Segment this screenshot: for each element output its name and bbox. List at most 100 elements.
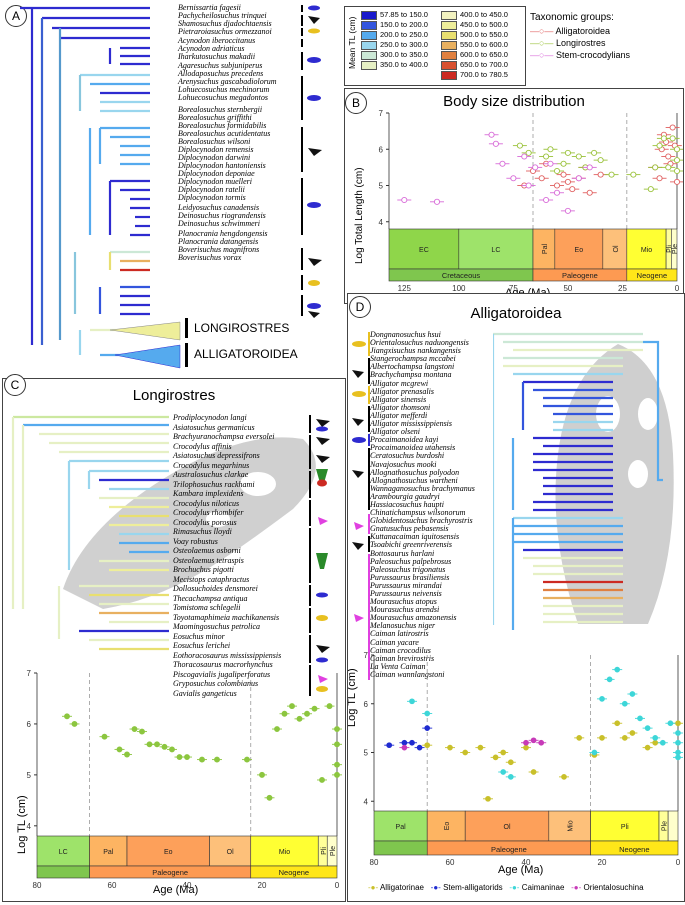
epoch-label: Ol: [504, 824, 511, 831]
taxon-label: Eothoracosaurus mississippiensis: [173, 650, 282, 660]
data-point: [244, 756, 250, 763]
legend-label: 300.0 to 350.0: [380, 50, 428, 59]
skull-silhouette-icon: [308, 16, 322, 318]
x-tick-label: 0: [335, 881, 340, 890]
x-tick-label: 125: [398, 284, 412, 293]
orientalosuchina-marker-icon: -●-: [571, 883, 582, 892]
x-tick-label: 0: [676, 858, 681, 867]
panel-a-taxa-list: Bernissartia fagesii Pachycheilosuchus t…: [178, 4, 277, 262]
croc-silhouette-icon: [307, 5, 321, 309]
croc-silhouette-icon: [316, 426, 328, 663]
legend-col-1: 57.85 to 150.0 150.0 to 200.0 200.0 to 2…: [361, 10, 428, 70]
y-axis-label: Log TL (cm): [16, 795, 28, 854]
data-point: [116, 746, 123, 753]
legend-label: 200.0 to 250.0: [380, 30, 428, 39]
data-point: [71, 720, 78, 727]
data-point: [507, 759, 514, 766]
data-point: [259, 771, 265, 778]
data-point: [675, 730, 681, 736]
taxon-label: Planocrania datangensis: [178, 237, 259, 246]
taxon-label: Borealosuchus sternbergii: [178, 105, 263, 114]
yellow-silhouette-icon: [308, 28, 320, 286]
panel-a-label: A: [5, 5, 27, 27]
y-tick-label: 6: [364, 700, 369, 709]
taxon-label: Bottosaurus harlani: [370, 548, 435, 558]
data-point: [386, 742, 393, 749]
taxon-label: Purussaurus neivensis: [370, 589, 442, 598]
data-point: [447, 744, 453, 751]
taxon-label: Arenysuchus gascabadiolorum: [178, 77, 277, 86]
longirostres-clade-wedge: [109, 321, 181, 341]
y-tick-label: 5: [379, 182, 384, 191]
australia-map-icon: [317, 479, 327, 487]
pink-silhouette-icon: [354, 522, 364, 622]
panel-c-title: Longirostres: [132, 387, 216, 404]
taxon-label: Iharkutosuchus makadii: [178, 52, 256, 61]
panel-d: Alligatoroidea: [347, 293, 685, 902]
legend-label: Alligatoroidea: [555, 26, 610, 36]
epoch-box: [250, 835, 319, 867]
data-point: [401, 744, 408, 751]
data-point: [614, 720, 621, 727]
x-tick-label: 80: [33, 881, 42, 890]
epoch-label: Eo: [575, 247, 584, 254]
y-tick-label: 7: [364, 651, 369, 660]
data-point: [304, 710, 310, 717]
period-box: [590, 840, 679, 856]
data-point: [334, 726, 340, 732]
panel-d-silhouettes: [352, 332, 370, 680]
data-point: [296, 715, 303, 722]
data-point: [637, 715, 643, 722]
taxon-label: Purussaurus mirandai: [370, 580, 442, 590]
swatch: [441, 20, 457, 30]
data-point: [334, 761, 340, 768]
taxon-label: Borealosuchus acutidentatus: [178, 129, 271, 138]
x-tick-label: 60: [446, 858, 455, 867]
background-skull-silhouette: [63, 437, 316, 609]
data-point: [652, 739, 659, 746]
epoch-label: Ol: [613, 245, 620, 252]
data-point: [523, 744, 529, 751]
data-point: [675, 720, 681, 727]
swatch: [441, 10, 457, 20]
legend-col-2: 400.0 to 450.0 450.0 to 500.0 500.0 to 5…: [441, 10, 508, 80]
taxon-label: Brachychampsa montana: [370, 370, 452, 380]
taxon-label: Caiman yacare: [370, 637, 419, 647]
africa-map-icon: [316, 469, 328, 569]
data-point: [139, 728, 145, 735]
taxon-label: Diplocynodon tormis: [178, 193, 246, 202]
taxon-label: Lohuecosuchus mechinorum: [178, 85, 270, 94]
data-point: [576, 735, 583, 741]
data-point: [564, 149, 571, 156]
data-point: [656, 142, 663, 149]
data-point: [606, 676, 613, 683]
data-point: [311, 705, 318, 712]
taxon-label: Crocodylus porosus: [173, 517, 237, 527]
taxon-label: Tsoabichi greenriverensis: [370, 540, 452, 550]
data-point: [656, 175, 663, 182]
data-point: [547, 146, 554, 153]
panel-c-taxa-list: Prodiplocynodon langi Asiatosuchus germa…: [173, 413, 281, 698]
data-point: [199, 756, 205, 763]
epoch-label: Pal: [103, 849, 114, 856]
taxon-label: Osteolaemus tetraspis: [173, 555, 244, 565]
swatch: [361, 30, 377, 40]
data-point: [669, 124, 676, 131]
data-point: [169, 746, 175, 753]
data-point: [516, 142, 523, 149]
data-point: [507, 774, 514, 780]
longirostres-marker-icon: —○—: [530, 38, 556, 48]
data-point: [184, 754, 190, 760]
data-point: [675, 739, 681, 746]
taxon-label: Mourasuchus amazonensis: [370, 613, 457, 623]
taxon-label: Thoracosaurus macrorhynchus: [173, 660, 273, 669]
taxon-label: Crocodylus megarhinus: [173, 460, 250, 470]
data-point: [319, 777, 325, 783]
swatch: [441, 40, 457, 50]
data-point: [532, 164, 539, 171]
panel-d-title: Alligatoroidea: [470, 305, 562, 322]
epoch-box: [548, 810, 591, 842]
data-point: [500, 769, 507, 775]
taxon-label: Crocodylus rhombifer: [173, 508, 244, 517]
data-point: [673, 157, 681, 164]
